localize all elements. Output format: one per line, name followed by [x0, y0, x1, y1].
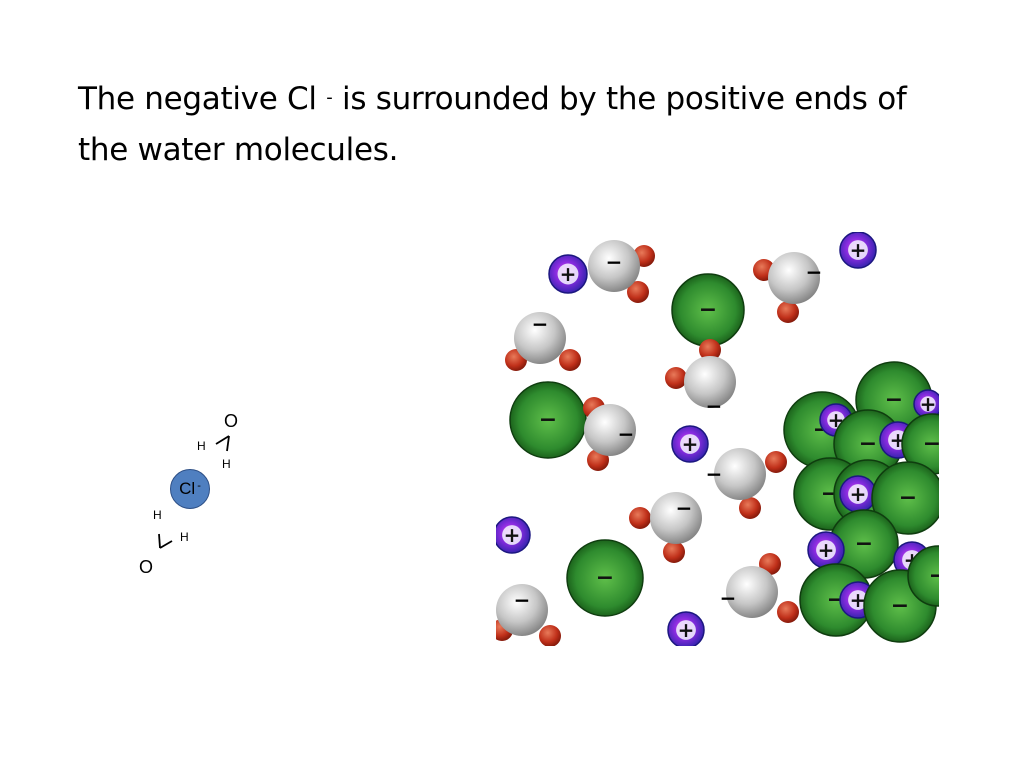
water-molecule: [684, 356, 736, 408]
hydrogen-atom: [777, 601, 799, 623]
sodium-plus-sign: +: [850, 238, 867, 262]
chloride-minus-sign: −: [885, 388, 903, 413]
chloride-minus-sign: −: [923, 432, 939, 457]
water-molecule: [726, 566, 778, 618]
chloride-minus-sign: −: [891, 594, 909, 619]
water-minus-sign: −: [706, 394, 723, 418]
title-text-part2: is surrounded by the positive ends of th…: [78, 81, 907, 168]
dissolution-animation: +++++−−−−−−−−−−−−−+−+−+−−−+−−++−+−−: [496, 232, 939, 646]
chloride-ion: [871, 461, 939, 535]
chloride-ion: [566, 539, 644, 617]
sodium-plus-sign: +: [560, 262, 577, 286]
water-molecule: [768, 252, 820, 304]
lower-bond-h2: [159, 540, 173, 549]
sodium-plus-sign: +: [850, 482, 867, 506]
water-molecule: [588, 240, 640, 292]
hydrogen-atom: [739, 497, 761, 519]
sodium-plus-sign: +: [504, 523, 521, 547]
water-molecule: [714, 448, 766, 500]
sodium-plus-sign: +: [920, 392, 937, 416]
chloride-minus-sign: −: [699, 298, 717, 323]
chloride-ion-charge: -: [197, 480, 201, 492]
upper-oxygen-label: O: [224, 411, 239, 431]
water-minus-sign: −: [720, 586, 737, 610]
water-minus-sign: −: [618, 422, 635, 446]
lower-bond-h1: [158, 533, 161, 549]
hydrogen-atom: [663, 541, 685, 563]
hydrogen-atom: [765, 451, 787, 473]
hydrogen-atom: [777, 301, 799, 323]
chloride-minus-sign: −: [539, 408, 557, 433]
water-molecule: [650, 492, 702, 544]
chloride-minus-sign: −: [929, 564, 939, 589]
chloride-ion-label: Cl: [179, 479, 196, 498]
lower-hydrogen-left-label: H: [153, 508, 162, 522]
hydrogen-atom: [629, 507, 651, 529]
hydrogen-atom: [627, 281, 649, 303]
dissolution-svg: +++++−−−−−−−−−−−−−+−+−+−−−+−−++−+−−: [496, 232, 939, 646]
lower-hydrogen-right-label: H: [180, 530, 189, 544]
slide-title: The negative Cl - is surrounded by the p…: [78, 76, 958, 173]
chloride-ion: Cl-: [170, 469, 210, 509]
lower-oxygen-label: O: [139, 557, 154, 577]
water-minus-sign: −: [532, 312, 549, 336]
water-minus-sign: −: [806, 260, 823, 284]
upper-bond-h1: [215, 435, 230, 445]
water-molecule: [496, 584, 548, 636]
upper-bond-h2: [226, 435, 230, 452]
chloride-minus-sign: −: [859, 432, 877, 457]
water-minus-sign: −: [606, 250, 623, 274]
sodium-plus-sign: +: [818, 538, 835, 562]
hydrogen-atom: [699, 339, 721, 361]
title-text-part1: The negative Cl: [78, 81, 317, 117]
upper-hydrogen-right-label: H: [222, 457, 231, 471]
chloride-ion: [907, 545, 939, 607]
sodium-plus-sign: +: [682, 432, 699, 456]
title-superscript: -: [326, 87, 333, 108]
sodium-plus-sign: +: [850, 588, 867, 612]
hydrogen-atom: [665, 367, 687, 389]
water-minus-sign: −: [676, 496, 693, 520]
water-minus-sign: −: [514, 588, 531, 612]
water-molecule: [514, 312, 566, 364]
chloride-minus-sign: −: [596, 566, 614, 591]
water-molecule: [584, 404, 636, 456]
hydrogen-atom: [559, 349, 581, 371]
chloride-minus-sign: −: [855, 532, 873, 557]
hydrogen-atom: [539, 625, 561, 646]
chloride-minus-sign: −: [899, 486, 917, 511]
sodium-plus-sign: +: [678, 618, 695, 642]
upper-hydrogen-left-label: H: [197, 439, 206, 453]
water-minus-sign: −: [706, 462, 723, 486]
